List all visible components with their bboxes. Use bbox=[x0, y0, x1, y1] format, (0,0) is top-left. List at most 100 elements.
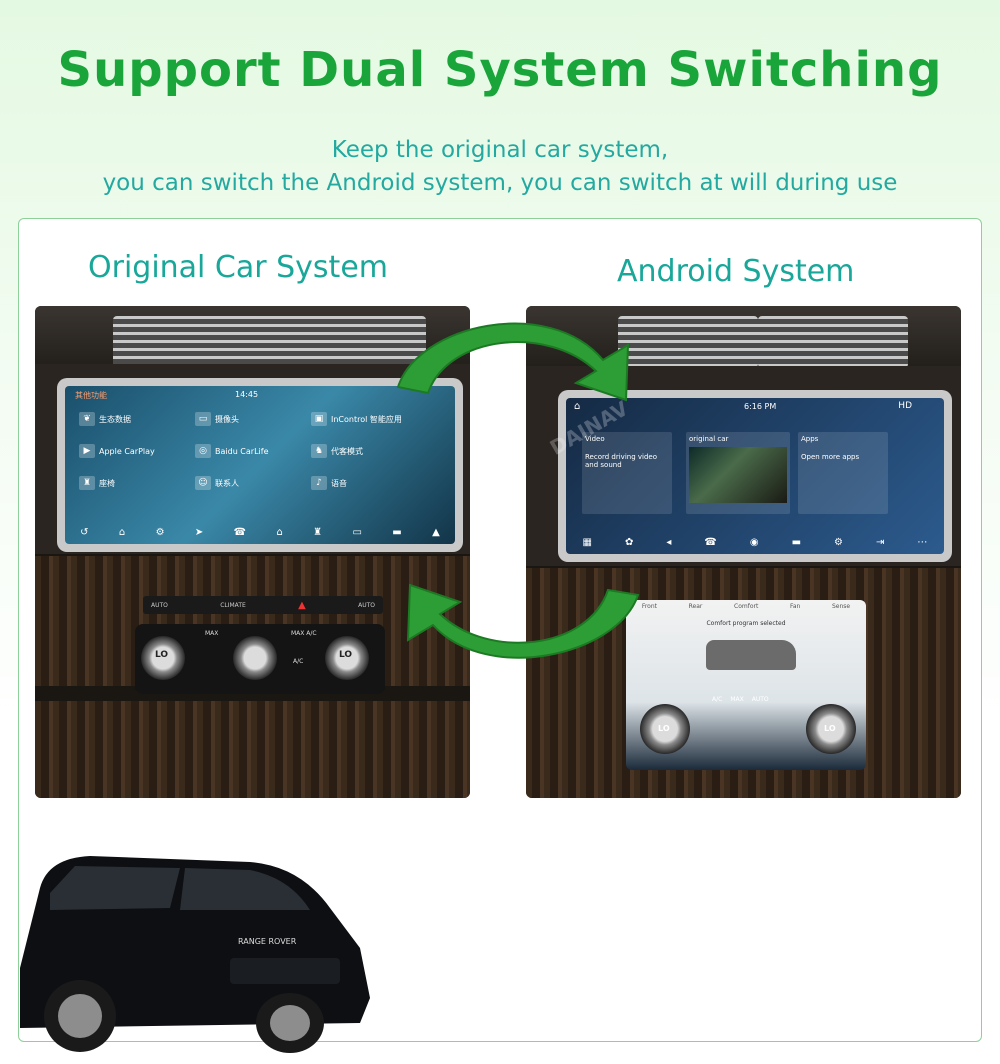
original-system-title: Original Car System bbox=[88, 250, 388, 285]
carplay-icon: ▶ bbox=[79, 444, 95, 458]
tile-seat[interactable]: ♜座椅 bbox=[79, 476, 115, 490]
seat-dock-icon[interactable]: ♜ bbox=[313, 527, 323, 538]
auto-left-button[interactable]: AUTO bbox=[151, 601, 168, 609]
temp-knob-left[interactable] bbox=[141, 636, 185, 680]
tab-rear[interactable]: Rear bbox=[688, 603, 703, 610]
settings-icon[interactable]: ⚙ bbox=[155, 527, 165, 538]
video-card[interactable]: Video Record driving video and sound bbox=[582, 432, 672, 514]
range-rover-car: RANGE ROVER bbox=[20, 856, 370, 1053]
lower-wood-trim bbox=[35, 701, 470, 798]
climate-buttons: A/C MAX AUTO bbox=[712, 696, 769, 703]
android-unit-frame: ⌂ 6:16 PM HD Video Record driving video … bbox=[558, 390, 952, 562]
contacts-icon: ☺ bbox=[195, 476, 211, 490]
switch-arrows bbox=[396, 322, 640, 659]
climate-temp-left[interactable] bbox=[640, 704, 690, 754]
terrain-icon[interactable]: ▲ bbox=[432, 527, 440, 538]
voice-icon: ♪ bbox=[311, 476, 327, 490]
auto-button[interactable]: AUTO bbox=[751, 696, 769, 703]
car-icon[interactable]: ▬ bbox=[392, 527, 402, 538]
hazard-icon[interactable]: ▲ bbox=[298, 599, 306, 611]
tab-comfort[interactable]: Comfort bbox=[734, 603, 759, 610]
orig-temp-left: LO bbox=[155, 650, 169, 660]
tile-contacts[interactable]: ☺联系人 bbox=[195, 476, 239, 490]
exit-icon[interactable]: ⇥ bbox=[876, 537, 885, 548]
media-icon[interactable]: ▭ bbox=[352, 527, 362, 538]
original-screen: 其他功能 14:45 ❦生态数据 ▭摄像头 ▣InControl 智能应用 ▶A… bbox=[65, 386, 455, 544]
air-vent-right bbox=[261, 316, 426, 368]
android-settings-icon[interactable]: ⚙ bbox=[834, 537, 843, 548]
tile-carplay[interactable]: ▶Apple CarPlay bbox=[79, 444, 155, 458]
max-label: MAX bbox=[205, 630, 219, 637]
climate-status: Comfort program selected bbox=[706, 620, 786, 627]
android-system-title: Android System bbox=[617, 254, 855, 289]
ac-button[interactable]: A/C bbox=[712, 696, 723, 703]
tab-front[interactable]: Front bbox=[641, 603, 657, 610]
max-ac-label: MAX A/C bbox=[291, 630, 317, 637]
orig-dock: ↺ ⌂ ⚙ ➤ ☎ ⌂ ♜ ▭ ▬ ▲ bbox=[65, 527, 455, 538]
nav-arrow-icon[interactable]: ◂ bbox=[666, 537, 672, 548]
camera-icon: ▭ bbox=[195, 412, 211, 426]
android-time: 6:16 PM bbox=[744, 402, 777, 411]
auto-right-button[interactable]: AUTO bbox=[358, 601, 375, 609]
tab-sense[interactable]: Sense bbox=[832, 603, 851, 610]
subtitle-line-2: you can switch the Android system, you c… bbox=[102, 170, 898, 196]
ac-label: A/C bbox=[293, 658, 304, 665]
climate-temp-right[interactable] bbox=[806, 704, 856, 754]
video-card-title: Video bbox=[585, 435, 605, 443]
hd-badge: HD bbox=[898, 401, 912, 411]
android-vent-left bbox=[618, 316, 758, 368]
tile-voice[interactable]: ♪语音 bbox=[311, 476, 347, 490]
apps-card[interactable]: Apps Open more apps bbox=[798, 432, 888, 514]
orig-climate-buttons: AUTO CLIMATE ▲ AUTO bbox=[143, 596, 383, 614]
flower-icon[interactable]: ✿ bbox=[624, 537, 634, 548]
circle-icon[interactable]: ◉ bbox=[749, 537, 759, 548]
android-screen: ⌂ 6:16 PM HD Video Record driving video … bbox=[566, 398, 944, 554]
home-icon[interactable]: ⌂ bbox=[118, 527, 126, 538]
tile-eco[interactable]: ❦生态数据 bbox=[79, 412, 131, 426]
temp-knob-right[interactable] bbox=[325, 636, 369, 680]
orig-header-label: 其他功能 bbox=[75, 391, 107, 400]
android-car-icon[interactable]: ▬ bbox=[791, 537, 802, 548]
orig-time: 14:45 bbox=[235, 390, 259, 399]
orig-climate-panel: LO LO MAX MAX A/C A/C bbox=[135, 624, 385, 694]
home-outline-icon[interactable]: ⌂ bbox=[574, 401, 581, 412]
original-car-card-title: original car bbox=[689, 435, 729, 443]
fan-knob[interactable] bbox=[233, 636, 277, 680]
android-vent-right bbox=[758, 316, 908, 368]
house-icon[interactable]: ⌂ bbox=[276, 527, 283, 538]
climate-temp-right-value: LO bbox=[824, 724, 836, 733]
tile-carlife[interactable]: ◎Baidu CarLife bbox=[195, 444, 269, 458]
apps-card-title: Apps bbox=[801, 435, 819, 443]
more-icon[interactable]: ⋯ bbox=[917, 537, 928, 548]
android-dock: ▦ ✿ ◂ ☎ ◉ ▬ ⚙ ⇥ ⋯ bbox=[566, 537, 944, 548]
grid-icon[interactable]: ▦ bbox=[582, 537, 592, 548]
tile-camera[interactable]: ▭摄像头 bbox=[195, 412, 239, 426]
leaf-icon: ❦ bbox=[79, 412, 95, 426]
subtitle-line-1: Keep the original car system, bbox=[331, 137, 669, 163]
nav-icon[interactable]: ➤ bbox=[194, 527, 204, 538]
arrow-top bbox=[396, 322, 630, 402]
car-silhouette bbox=[706, 640, 796, 670]
head-unit-frame: 其他功能 14:45 ❦生态数据 ▭摄像头 ▣InControl 智能应用 ▶A… bbox=[57, 378, 463, 552]
orig-temp-right: LO bbox=[339, 650, 353, 660]
arrow-bottom bbox=[406, 583, 640, 659]
back-icon[interactable]: ↺ bbox=[80, 527, 89, 538]
climate-button[interactable]: CLIMATE bbox=[220, 601, 246, 609]
climate-temp-left-value: LO bbox=[658, 724, 670, 733]
tile-incontrol[interactable]: ▣InControl 智能应用 bbox=[311, 412, 402, 426]
video-thumbnail bbox=[689, 447, 787, 503]
app-icon: ▣ bbox=[311, 412, 327, 426]
valet-icon: ♞ bbox=[311, 444, 327, 458]
seat-icon: ♜ bbox=[79, 476, 95, 490]
brand-badge: RANGE ROVER bbox=[238, 937, 297, 946]
original-car-card[interactable]: original car bbox=[686, 432, 790, 514]
carlife-icon: ◎ bbox=[195, 444, 211, 458]
air-vent-left bbox=[113, 316, 273, 368]
max-button[interactable]: MAX bbox=[730, 696, 744, 703]
tab-fan[interactable]: Fan bbox=[789, 603, 801, 610]
headline: Support Dual System Switching bbox=[57, 42, 943, 98]
phone-icon[interactable]: ☎ bbox=[233, 527, 247, 538]
climate-touch-panel[interactable]: Front Rear Comfort Fan Sense Comfort pro… bbox=[626, 600, 866, 770]
android-phone-icon[interactable]: ☎ bbox=[704, 537, 717, 548]
tile-valet[interactable]: ♞代客模式 bbox=[311, 444, 363, 458]
